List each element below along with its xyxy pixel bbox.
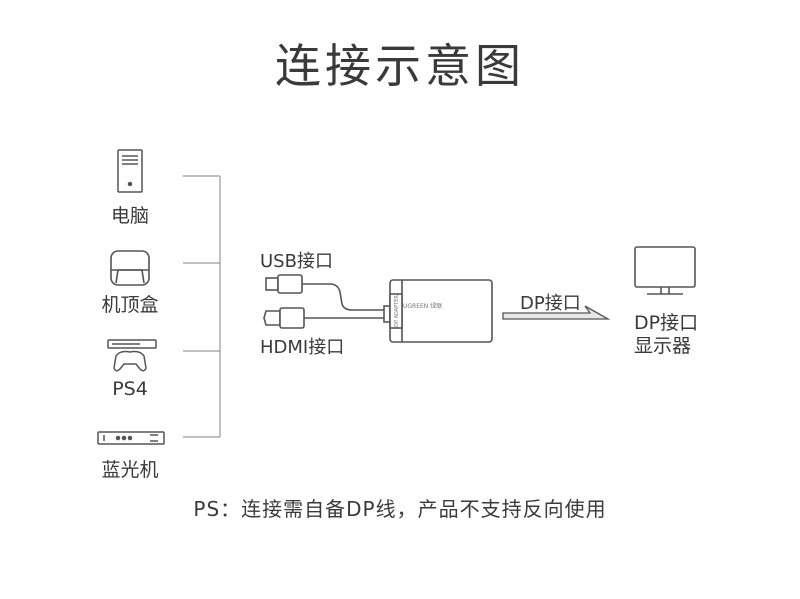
source-label-ps4: PS4 (112, 378, 148, 400)
adapter-device: DP ADAPTER (389, 279, 493, 343)
hdmi-port-label: HDMI接口 (260, 337, 345, 358)
dp-arrow (502, 305, 611, 320)
adapter-brand: UGREEN 绿联 (403, 303, 443, 310)
set-top-box-icon (110, 250, 150, 286)
device-bracket (183, 175, 221, 438)
diagram-title: 连接示意图 (275, 39, 525, 93)
source-label-computer: 电脑 (110, 205, 149, 227)
display-label-line2: 显示器 (634, 335, 692, 357)
dp-port-label: DP接口 (520, 293, 581, 314)
hdmi-plug-icon (263, 307, 345, 329)
adapter-cables (329, 283, 391, 323)
computer-tower-icon (117, 149, 143, 193)
ps4-console-icon (107, 339, 157, 372)
monitor-icon (634, 246, 696, 295)
bluray-player-icon (97, 431, 165, 445)
display-label-line1: DP接口 (634, 312, 699, 334)
usb-plug-icon (265, 274, 330, 294)
source-label-settopbox: 机顶盒 (101, 294, 159, 316)
usb-port-label: USB接口 (260, 251, 333, 272)
adapter-side-text: DP ADAPTER (394, 295, 400, 327)
source-label-bluray: 蓝光机 (101, 459, 159, 481)
footnote: PS：连接需自备DP线，产品不支持反向使用 (193, 497, 607, 521)
